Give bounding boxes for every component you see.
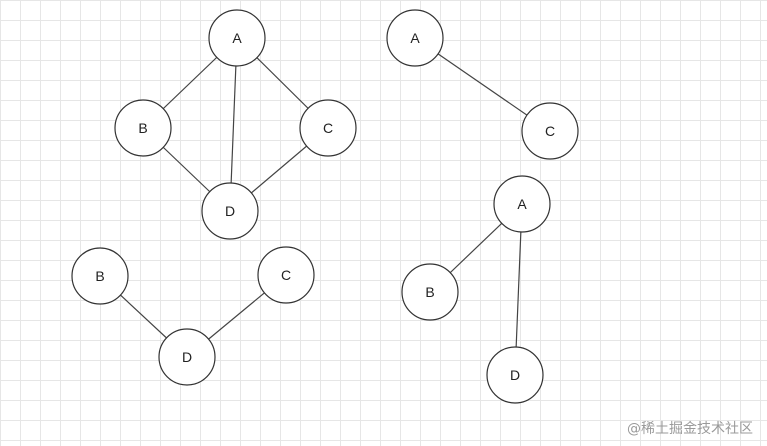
node-label: D — [182, 349, 192, 365]
graph-3: B C D — [71, 246, 315, 386]
graph-4: A B D — [401, 175, 551, 404]
node-circle — [114, 99, 172, 157]
node-circle — [401, 263, 459, 321]
node-d: D — [486, 346, 544, 404]
node-a: A — [208, 9, 266, 67]
watermark: @稀土掘金技术社区 — [627, 421, 753, 437]
node-a: A — [493, 175, 551, 233]
node-label: B — [138, 120, 147, 136]
graph-2: AC — [386, 9, 579, 160]
edge-a-d — [229, 37, 238, 212]
node-circle — [201, 182, 259, 240]
node-a: A — [386, 9, 444, 67]
node-b: B — [71, 247, 129, 305]
node-circle — [257, 246, 315, 304]
node-c: C — [521, 102, 579, 160]
node-d: D — [201, 182, 259, 240]
node-circle — [71, 247, 129, 305]
node-circle — [521, 102, 579, 160]
node-circle — [208, 9, 266, 67]
node-label: A — [232, 30, 242, 46]
node-circle — [299, 99, 357, 157]
node-circle — [386, 9, 444, 67]
node-label: A — [517, 196, 527, 212]
node-d: D — [158, 328, 216, 386]
node-label: C — [545, 123, 555, 139]
node-circle — [493, 175, 551, 233]
node-label: D — [225, 203, 235, 219]
node-label: C — [281, 267, 291, 283]
node-label: D — [510, 367, 520, 383]
node-label: C — [323, 120, 333, 136]
node-label: B — [425, 284, 434, 300]
node-circle — [486, 346, 544, 404]
node-circle — [158, 328, 216, 386]
node-c: C — [257, 246, 315, 304]
node-label: A — [410, 30, 420, 46]
node-b: B — [401, 263, 459, 321]
graph-1: A B C D — [114, 9, 357, 240]
node-c: C — [299, 99, 357, 157]
node-b: B — [114, 99, 172, 157]
node-label: B — [95, 268, 104, 284]
